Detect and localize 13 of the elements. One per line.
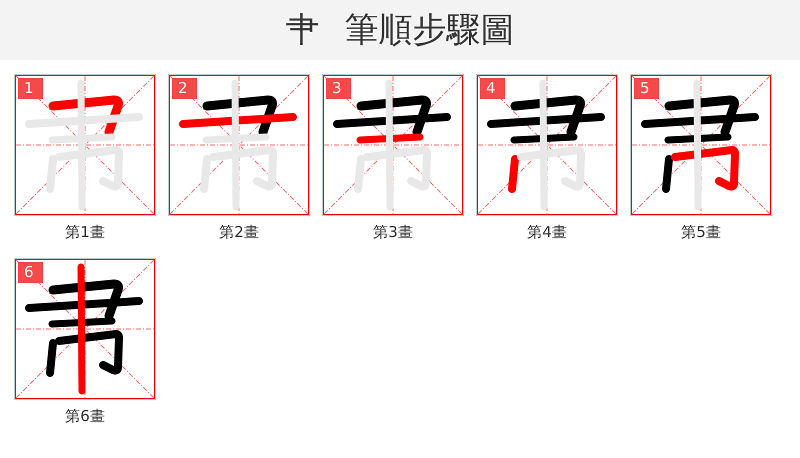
stroke-caption: 第2畫 <box>218 222 260 242</box>
step-number-badge: 3 <box>326 78 351 99</box>
step-number-badge: 5 <box>634 78 659 99</box>
stroke-caption: 第6畫 <box>64 406 106 426</box>
step-number-badge: 6 <box>18 262 43 283</box>
stroke-caption: 第4畫 <box>526 222 568 242</box>
stroke-caption: 第5畫 <box>680 222 722 242</box>
title: 肀 筆順步驟圖 <box>286 9 514 52</box>
step-number-badge: 1 <box>18 78 43 99</box>
step-number-badge: 4 <box>480 78 505 99</box>
step-number-badge: 2 <box>172 78 197 99</box>
stroke-caption: 第1畫 <box>64 222 106 242</box>
stroke-caption: 第3畫 <box>372 222 414 242</box>
